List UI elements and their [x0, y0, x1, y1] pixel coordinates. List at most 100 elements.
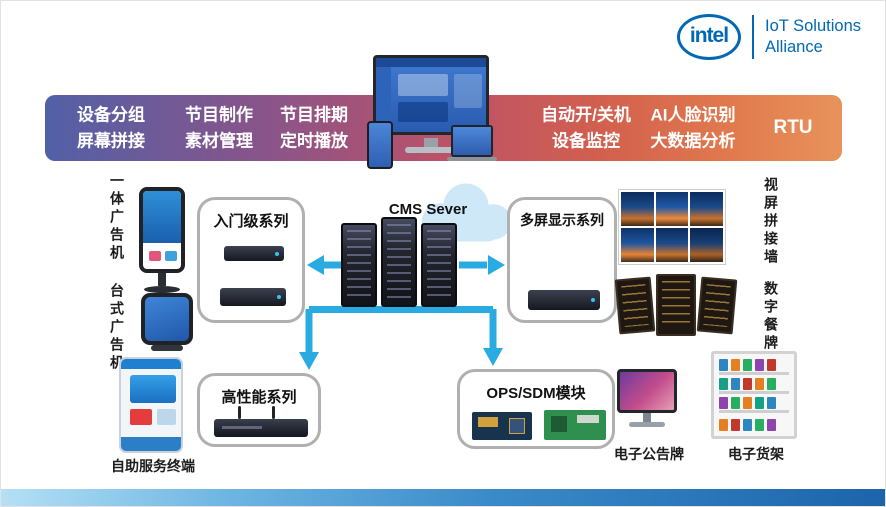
- screen-block: [398, 102, 448, 122]
- self-service-kiosk-icon: [119, 357, 183, 453]
- box-multiscreen-series: 多屏显示系列: [507, 197, 617, 323]
- set-top-box-icon: [220, 288, 286, 306]
- menu-panel: [614, 276, 656, 335]
- video-wall-cell: [655, 228, 689, 262]
- banner-item-line: 自动开/关机: [541, 105, 631, 125]
- standee-thumb: [149, 251, 161, 261]
- desktop-ad-machine-icon: [141, 293, 193, 353]
- server-tower-icon: [421, 223, 457, 307]
- antenna-icon: [272, 406, 275, 419]
- banner-item-line: 定时播放: [280, 131, 348, 150]
- box-entry-series: 入门级系列: [197, 197, 305, 323]
- standee-base: [144, 286, 180, 293]
- shelf-row: [719, 416, 789, 432]
- server-rack-icon: [341, 215, 463, 307]
- intel-logo: intel IoT Solutions Alliance: [677, 14, 861, 60]
- logo-divider: [752, 15, 754, 59]
- kiosk-header: [121, 359, 181, 369]
- bottom-gradient-bar: [1, 489, 885, 506]
- box-ops-title: OPS/SDM模块: [486, 385, 586, 402]
- monitor-screen: [376, 58, 486, 132]
- bulletin-stand-base: [629, 422, 665, 427]
- standee-pole: [158, 273, 166, 286]
- tablet-screen: [369, 123, 391, 167]
- server-tower-icon: [341, 223, 377, 307]
- label-digital-menu-board: 数字餐牌: [763, 281, 779, 353]
- banner-item-monitoring: 自动开/关机 设备监控: [541, 103, 631, 154]
- menu-panel: [696, 276, 738, 335]
- electronic-shelf-icon: [711, 351, 797, 439]
- screen-sidebar: [376, 67, 391, 132]
- bulletin-stand-neck: [643, 413, 651, 422]
- banner-item-production: 节目制作 素材管理: [185, 103, 253, 154]
- monitor-icon: [373, 55, 489, 135]
- electronic-bulletin-board-icon: [617, 369, 681, 435]
- video-wall-cell: [655, 192, 689, 226]
- antenna-icon: [238, 406, 241, 419]
- screen-header-bar: [376, 58, 486, 67]
- banner-item-line: 节目排期: [280, 105, 348, 125]
- box-performance-title: 高性能系列: [221, 389, 297, 406]
- kiosk-keypad: [157, 409, 176, 425]
- banner-item-scheduling: 节目排期 定时播放: [280, 103, 348, 154]
- banner-item-line: 设备监控: [551, 131, 620, 150]
- banner-item-line: 屏幕拼接: [77, 131, 145, 150]
- standee-thumb: [165, 251, 177, 261]
- standing-ad-display-icon: [137, 187, 187, 295]
- video-wall-cell: [690, 192, 723, 226]
- media-player-icon: [528, 290, 600, 310]
- kiosk-screen: [130, 375, 176, 403]
- video-wall-icon: [618, 189, 726, 265]
- monitor-stand-neck: [424, 138, 438, 147]
- bulletin-screen: [617, 369, 677, 413]
- intel-brand-text: intel: [689, 24, 729, 47]
- video-wall-cell: [621, 228, 654, 262]
- shelf-row: [719, 359, 789, 375]
- box-ops-sdm-module: OPS/SDM模块: [457, 369, 615, 449]
- banner-item-rtu: RTU: [773, 116, 813, 138]
- label-self-service-terminal: 自助服务终端: [111, 458, 195, 474]
- banner-item-grouping: 设备分组 屏幕拼接: [77, 103, 145, 154]
- kiosk-red-panel: [130, 409, 152, 425]
- box-entry-title: 入门级系列: [213, 213, 289, 230]
- box-multiscreen-title: 多屏显示系列: [520, 212, 604, 228]
- label-electronic-shelf: 电子货架: [728, 446, 784, 462]
- laptop-screen: [453, 127, 491, 155]
- cms-devices-illustration: [367, 55, 497, 175]
- server-tower-icon: [381, 217, 417, 307]
- laptop-base: [447, 157, 497, 161]
- rackmount-device-icon: [214, 419, 308, 437]
- video-wall-cell: [621, 192, 654, 226]
- label-all-in-one-ad-machine: 一体广告机: [109, 173, 125, 263]
- label-electronic-bulletin-board: 电子公告牌: [614, 446, 684, 462]
- banner-item-line: 设备分组: [77, 105, 145, 125]
- banner-item-line: 节目制作: [185, 105, 253, 125]
- label-desktop-ad-machine: 台式广告机: [109, 283, 125, 373]
- screen-block: [398, 74, 448, 96]
- monitor-stand-base: [405, 147, 457, 153]
- standee-image: [143, 191, 181, 243]
- logo-text: IoT Solutions Alliance: [765, 16, 861, 59]
- intel-logo-icon: intel: [677, 14, 741, 60]
- circuit-board-icon: [472, 412, 532, 440]
- tablet-icon: [367, 121, 393, 169]
- banner-item-line: AI人脸识别: [650, 105, 736, 125]
- label-video-wall: 视屏拼接墙: [763, 177, 779, 267]
- menu-panel: [656, 274, 696, 336]
- banner-item-line: 素材管理: [185, 131, 253, 150]
- kiosk-base: [121, 437, 181, 451]
- desktop-ad-base: [151, 345, 183, 351]
- desktop-ad-screen: [141, 293, 193, 345]
- video-wall-cell: [690, 228, 723, 262]
- shelf-row: [719, 397, 789, 413]
- logo-line1: IoT Solutions: [765, 16, 862, 35]
- set-top-box-icon: [224, 246, 284, 261]
- digital-menu-board-icon: [614, 273, 738, 339]
- circuit-board-icon: [544, 410, 606, 440]
- box-performance-series: 高性能系列: [197, 373, 321, 447]
- cms-server-label: CMS Sever: [388, 201, 468, 218]
- standee-screen: [139, 187, 185, 273]
- laptop-icon: [451, 125, 493, 157]
- shelf-row: [719, 378, 789, 394]
